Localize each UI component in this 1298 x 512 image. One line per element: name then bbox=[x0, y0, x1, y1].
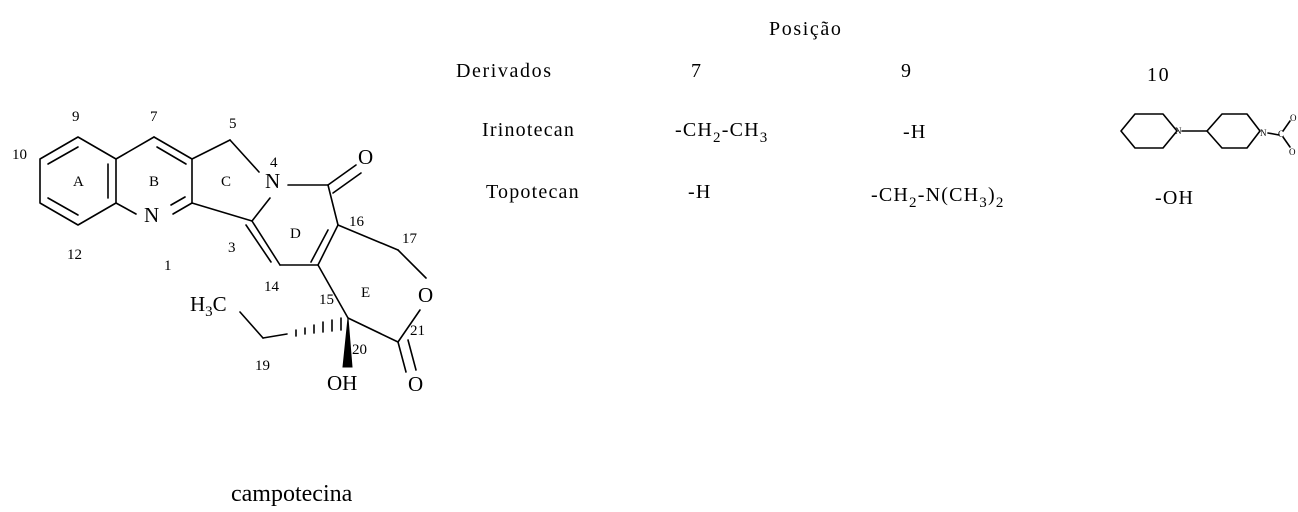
position-15: 15 bbox=[319, 292, 334, 308]
derivatives-table: Posição Derivados 7 9 10 Irinotecan -CH2… bbox=[456, 18, 1297, 211]
position-19: 19 bbox=[255, 358, 270, 374]
position-21: 21 bbox=[410, 323, 425, 339]
position-7: 7 bbox=[150, 109, 158, 125]
substituents-c20 bbox=[239, 311, 353, 368]
structure-caption: campotecina bbox=[231, 481, 353, 507]
atom-n1: N bbox=[144, 203, 159, 227]
ring-label-c: C bbox=[221, 174, 231, 190]
irinotecan-pos9: -H bbox=[903, 121, 927, 143]
ring-e-bonds bbox=[317, 224, 427, 373]
topotecan-pos10: -OH bbox=[1155, 187, 1194, 209]
position-14: 14 bbox=[264, 279, 280, 295]
atom-o-carbonyl: O bbox=[358, 145, 373, 169]
position-17: 17 bbox=[402, 231, 418, 247]
row-name-irinotecan: Irinotecan bbox=[482, 119, 575, 141]
pos10-atom-c: C bbox=[1278, 129, 1284, 139]
atom-methyl: H3C bbox=[190, 292, 227, 320]
atom-n4: N bbox=[265, 169, 280, 193]
position-5: 5 bbox=[229, 116, 237, 132]
irinotecan-pos7: -CH2-CH3 bbox=[675, 119, 769, 146]
ring-label-b: B bbox=[149, 174, 159, 190]
ring-c-bonds bbox=[191, 139, 271, 222]
atom-hydroxyl: OH bbox=[327, 371, 357, 395]
pos10-atom-o2: O bbox=[1289, 147, 1296, 157]
atom-o-ring: O bbox=[418, 283, 433, 307]
position-20: 20 bbox=[352, 342, 367, 358]
table-row-topotecan: Topotecan -H -CH2-N(CH3)2 -OH bbox=[486, 181, 1194, 211]
column-header-10: 10 bbox=[1147, 64, 1170, 86]
topotecan-pos9: -CH2-N(CH3)2 bbox=[871, 184, 1005, 211]
irinotecan-pos10-structure: N N C O O bbox=[1120, 113, 1297, 157]
ring-label-e: E bbox=[361, 285, 370, 301]
ring-label-d: D bbox=[290, 226, 301, 242]
pos10-atom-o1: O bbox=[1290, 113, 1297, 123]
row-name-topotecan: Topotecan bbox=[486, 181, 580, 203]
position-numbers: 9 7 5 4 10 12 1 3 14 15 16 17 19 20 21 bbox=[12, 109, 425, 374]
position-4: 4 bbox=[270, 155, 278, 171]
position-12: 12 bbox=[67, 247, 82, 263]
position-9: 9 bbox=[72, 109, 80, 125]
atom-o-lactone: O bbox=[408, 372, 423, 396]
position-3: 3 bbox=[228, 240, 236, 256]
position-10: 10 bbox=[12, 147, 27, 163]
table-row-irinotecan: Irinotecan -CH2-CH3 -H N N C O O bbox=[482, 113, 1297, 157]
ring-label-a: A bbox=[73, 174, 84, 190]
table-header-posicao: Posição bbox=[769, 18, 842, 40]
ring-b-bonds bbox=[115, 136, 193, 215]
camptothecin-structure: N N O O O H3C OH A B C D E 9 7 5 4 10 12… bbox=[12, 109, 433, 507]
pos10-atom-n1: N bbox=[1175, 126, 1182, 136]
topotecan-pos7: -H bbox=[688, 181, 712, 203]
column-header-derivados: Derivados bbox=[456, 60, 553, 82]
atom-labels: N N O O O H3C OH bbox=[144, 145, 433, 396]
pos10-atom-n2: N bbox=[1260, 128, 1267, 138]
position-16: 16 bbox=[349, 214, 365, 230]
position-1: 1 bbox=[164, 258, 172, 274]
column-header-7: 7 bbox=[691, 60, 703, 82]
column-header-9: 9 bbox=[901, 60, 913, 82]
ring-d-bonds bbox=[245, 164, 362, 266]
ring-letter-labels: A B C D E bbox=[73, 174, 370, 301]
